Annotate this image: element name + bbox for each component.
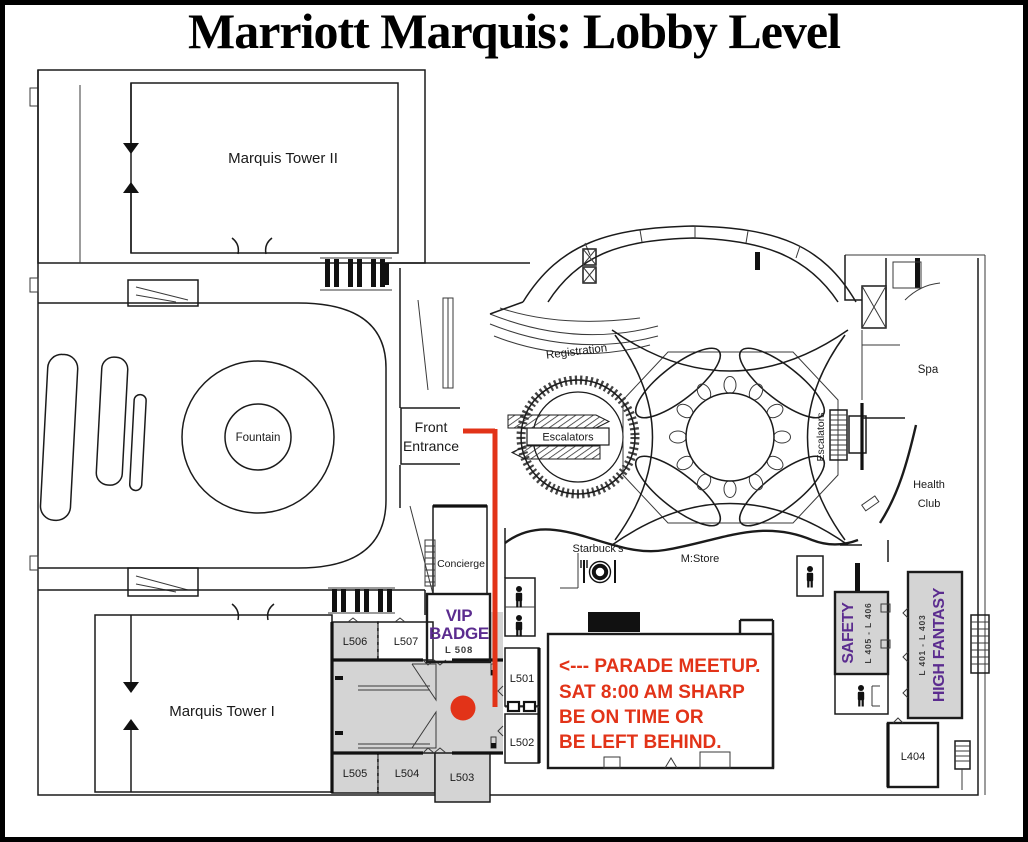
marquis-tower-2-block: Marquis Tower II <box>29 69 426 264</box>
starbucks-label: Starbuck's <box>572 543 624 555</box>
l503-label: L503 <box>450 772 474 784</box>
vip-room-number: L 508 <box>445 645 473 656</box>
parade-route-annotation <box>450 428 498 721</box>
l507-label: L507 <box>394 636 418 648</box>
fountain-area: Fountain <box>29 277 387 597</box>
canopy-north <box>127 279 199 307</box>
safety-label: SAFETY <box>840 602 857 664</box>
escalators-center-label: Escalators <box>542 432 594 444</box>
restroom-east <box>796 555 824 597</box>
stairs-hatch-bottom <box>328 587 395 614</box>
escalator-rotunda: Escalators <box>507 375 640 499</box>
l505-label: L505 <box>343 768 367 780</box>
elevator-icons <box>582 248 597 284</box>
escalators-right-label: Escalators <box>815 412 827 461</box>
room-l506 <box>331 621 379 661</box>
l-room-block: L506 L507 L505 L504 L503 L501 L502 <box>330 612 541 803</box>
health-club-label-1: Health <box>913 479 945 491</box>
room-high-fantasy <box>906 570 964 720</box>
spa-label: Spa <box>918 364 939 376</box>
mstore-label: M:Store <box>681 553 720 565</box>
concierge-room: Concierge <box>409 504 488 595</box>
spa-wing: Spa Health Club <box>840 255 945 562</box>
tower1-label: Marquis Tower I <box>169 703 275 720</box>
vip-label-2: BADGE <box>429 624 489 643</box>
round-lounge <box>611 329 849 546</box>
l502-label: L502 <box>510 737 534 749</box>
parade-room: <--- PARADE MEETUP. SAT 8:00 AM SHARP BE… <box>546 612 775 770</box>
annotation-line-3: BE ON TIME OR <box>559 707 704 728</box>
meetup-dot <box>450 695 476 721</box>
l504-label: L504 <box>395 768 419 780</box>
elevator-icon-large <box>861 285 887 329</box>
room-l504 <box>377 752 436 794</box>
front-entrance-label-1: Front <box>415 419 448 435</box>
front-entrance: Front Entrance <box>400 407 460 465</box>
escalators-right-area: Escalators <box>815 403 867 470</box>
route-line <box>463 428 498 707</box>
annotation-line-2: SAT 8:00 AM SHARP <box>559 682 745 703</box>
retail-corridor: Starbuck's M:Store <box>504 528 860 637</box>
vip-label-1: VIP <box>446 606 473 625</box>
east-program-rooms: SAFETY L 405 - L 406 HIGH FANTASY L 401 … <box>833 570 990 790</box>
tower2-label: Marquis Tower II <box>228 150 338 167</box>
concierge-label: Concierge <box>437 558 485 570</box>
center-corridor <box>383 262 530 508</box>
l404-label: L404 <box>901 751 925 763</box>
safety-rooms-label: L 405 - L 406 <box>863 602 873 663</box>
health-club-label-2: Club <box>918 498 941 510</box>
concierge-stairs <box>424 539 436 587</box>
annotation-line-4: BE LEFT BEHIND. <box>559 732 722 753</box>
building-outline <box>37 70 986 796</box>
atrium-arc <box>522 225 920 303</box>
restrooms-center <box>504 577 536 637</box>
front-entrance-label-2: Entrance <box>403 438 459 454</box>
room-l501 <box>504 647 540 707</box>
dining-icon <box>580 560 616 584</box>
canopy-south <box>127 567 199 597</box>
l501-label: L501 <box>510 673 534 685</box>
room-l503 <box>434 752 491 803</box>
page-title: Marriott Marquis: Lobby Level <box>188 3 841 59</box>
l506-label: L506 <box>343 636 367 648</box>
restroom-safety <box>834 673 889 715</box>
fountain-label: Fountain <box>236 432 281 444</box>
escalator-stairs-icon <box>829 409 848 461</box>
stairs-east <box>970 614 990 674</box>
high-fantasy-label: HIGH FANTASY <box>931 587 948 702</box>
stairs-l404 <box>954 740 971 790</box>
vip-badge-room: VIP BADGE L 508 <box>425 592 492 664</box>
registration-label: Registration <box>545 342 607 361</box>
room-safety <box>833 590 890 676</box>
planter-shape <box>39 353 147 522</box>
high-fantasy-rooms-label: L 401 - L 403 <box>917 614 927 675</box>
annotation-line-1: <--- PARADE MEETUP. <box>559 656 760 677</box>
registration-area: Registration <box>489 301 659 362</box>
stairs-hatch-top <box>320 257 392 291</box>
